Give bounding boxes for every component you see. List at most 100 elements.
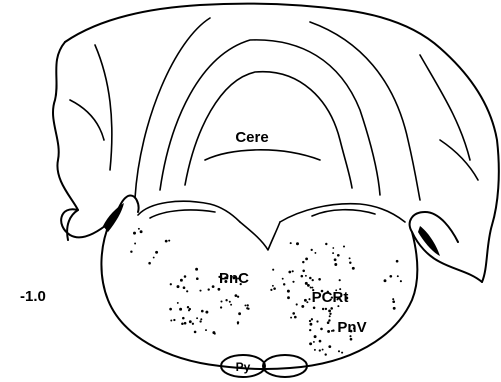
- cell-dot: [320, 328, 323, 331]
- cell-dot: [165, 240, 168, 243]
- ventricle-right-2: [312, 210, 375, 216]
- cell-dot: [322, 308, 324, 310]
- cell-dot: [205, 329, 207, 331]
- cell-dot: [134, 243, 136, 245]
- cell-dot: [177, 302, 179, 304]
- cell-dot: [173, 319, 175, 321]
- label-pnc: PnC: [219, 270, 249, 287]
- cell-dot: [334, 263, 337, 266]
- cell-dot: [138, 228, 140, 230]
- cell-dot: [334, 258, 337, 261]
- cell-dot: [237, 321, 239, 323]
- cell-dot: [302, 261, 304, 263]
- cell-dot: [220, 306, 222, 308]
- left-peduncle-dark: [103, 203, 124, 232]
- cell-dot: [168, 240, 170, 242]
- label-pnv: PnV: [337, 319, 366, 336]
- cell-dot: [343, 245, 345, 247]
- cell-dot: [199, 320, 201, 322]
- pyramid-right: [263, 355, 307, 377]
- cell-dot: [318, 278, 321, 281]
- cell-dot: [238, 312, 241, 315]
- cell-dot: [179, 308, 182, 311]
- cell-dot: [200, 318, 202, 320]
- cell-dot: [396, 260, 399, 263]
- cell-dot: [313, 307, 316, 310]
- cell-dot: [214, 333, 216, 335]
- cell-dot: [331, 330, 333, 332]
- cell-dot: [212, 285, 215, 288]
- cell-dot: [292, 312, 295, 315]
- cell-dot: [287, 296, 290, 299]
- cell-dot: [140, 230, 143, 233]
- cell-dot: [180, 279, 183, 282]
- cell-dot: [311, 318, 313, 320]
- cell-dot: [273, 287, 276, 290]
- folia-line-1: [135, 18, 210, 198]
- pons-midline: [240, 222, 280, 250]
- cell-dot: [305, 275, 307, 277]
- cell-dot: [170, 320, 172, 322]
- cell-dot: [384, 279, 387, 282]
- cell-dot: [133, 232, 136, 235]
- cell-dot: [309, 342, 312, 345]
- cell-dot: [181, 322, 184, 325]
- cell-dot: [235, 294, 238, 297]
- folia-line-9: [205, 150, 320, 160]
- cell-dot: [294, 316, 297, 319]
- right-peduncle-dark: [418, 226, 440, 256]
- section-level-label: -1.0: [20, 288, 46, 305]
- cell-dot: [225, 299, 227, 301]
- cell-dot: [338, 350, 340, 352]
- cell-dot: [332, 247, 334, 249]
- folia-line-4: [310, 22, 420, 200]
- cell-dot: [184, 322, 187, 325]
- cell-dot: [392, 298, 394, 300]
- cell-dot: [328, 345, 331, 348]
- cell-dot: [306, 301, 308, 303]
- cell-dot: [182, 317, 185, 320]
- cell-dot: [309, 277, 312, 280]
- cell-dot: [319, 340, 322, 343]
- cell-dot: [208, 288, 210, 290]
- cell-dot: [308, 298, 310, 300]
- cell-dot: [229, 301, 231, 303]
- cell-dot: [349, 261, 351, 263]
- right-peduncle: [410, 212, 482, 282]
- ventricle-left-2: [150, 210, 215, 218]
- cell-dot: [350, 338, 353, 341]
- cell-dot: [301, 275, 304, 278]
- cell-dot: [327, 330, 330, 333]
- cell-dot: [230, 304, 232, 306]
- cell-dot: [314, 252, 316, 254]
- cell-dot: [328, 310, 331, 313]
- cell-dot: [337, 254, 340, 257]
- cell-dot: [301, 305, 304, 308]
- cell-dot: [329, 313, 331, 315]
- ventricle-left: [138, 201, 240, 222]
- cell-dot: [287, 290, 290, 293]
- folia-line-8: [70, 100, 104, 140]
- cell-dot: [305, 257, 308, 260]
- cell-dot: [328, 319, 330, 321]
- cell-dot: [201, 310, 204, 313]
- cell-dot: [305, 282, 308, 285]
- cell-dot: [153, 257, 155, 259]
- folia-line-7: [440, 140, 478, 180]
- ventricle-right: [280, 204, 405, 222]
- cell-dot: [189, 320, 192, 323]
- cell-dot: [237, 296, 239, 298]
- cell-dot: [316, 320, 318, 322]
- cell-dot: [313, 341, 315, 343]
- folia-line-5: [95, 45, 112, 170]
- label-py: Py: [236, 360, 251, 374]
- cell-dot: [205, 311, 208, 314]
- cell-dot: [283, 283, 285, 285]
- cell-dot: [288, 271, 291, 274]
- cell-dot: [296, 303, 298, 305]
- cell-dot: [309, 320, 311, 322]
- cell-dot: [148, 262, 151, 265]
- cell-dot: [196, 277, 199, 280]
- cell-dot: [314, 335, 317, 338]
